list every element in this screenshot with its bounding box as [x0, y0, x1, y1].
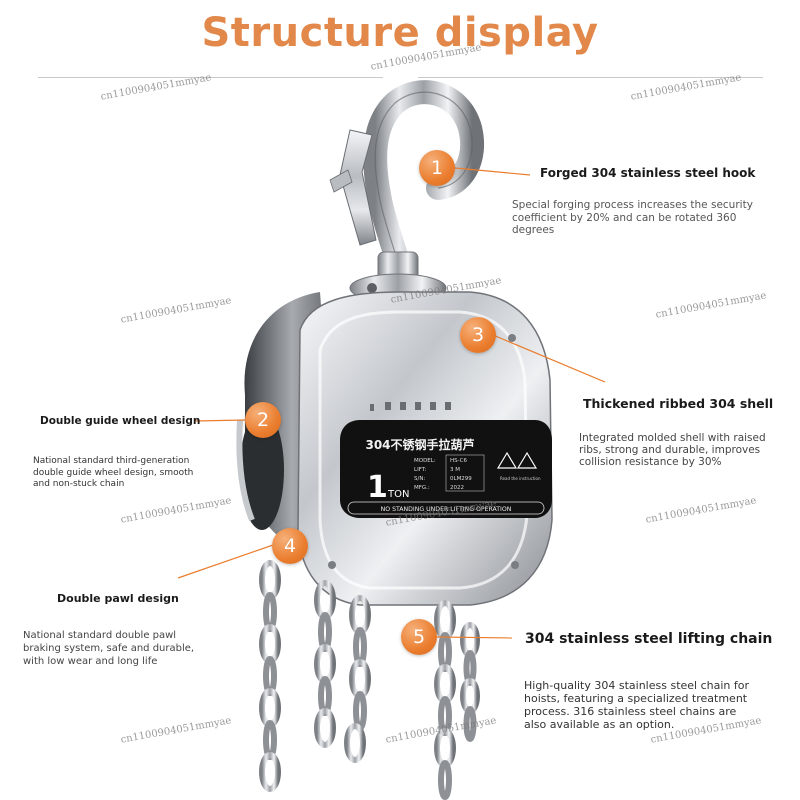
chain-far-right — [460, 622, 480, 742]
steel-hook — [329, 80, 485, 303]
plate-row-label: LIFT: — [414, 467, 427, 473]
plate-row-value: 2022 — [450, 485, 464, 491]
feature-title-2: Double guide wheel design — [40, 415, 201, 427]
plate-header: 304不锈钢手拉葫芦 — [365, 437, 474, 452]
page-title: Structure display — [201, 10, 599, 56]
chain-left — [259, 560, 281, 792]
chain-middle-left — [314, 580, 336, 748]
nameplate: 304不锈钢手拉葫芦 1 TON MODEL: LIFT: S/N: MFG.:… — [340, 420, 552, 518]
plate-row-label: MODEL: — [414, 458, 436, 464]
feature-title-3: Thickened ribbed 304 shell — [583, 396, 774, 411]
leader-line-1 — [454, 167, 531, 176]
plate-row-value: 3 M — [450, 467, 460, 473]
leader-line-4 — [177, 544, 274, 579]
feature-badge-1: 1 — [419, 150, 455, 186]
leader-line-3 — [492, 334, 606, 383]
feature-desc-5: High-quality 304 stainless steel chain f… — [524, 679, 750, 731]
plate-row-label: S/N: — [414, 476, 425, 482]
plate-capacity-number: 1 — [367, 470, 388, 505]
lifting-chains — [259, 560, 480, 800]
feature-title-4: Double pawl design — [57, 592, 179, 605]
feature-badge-3: 3 — [460, 317, 496, 353]
warning-triangle-icon — [516, 451, 538, 469]
title-divider-left — [38, 77, 383, 78]
plate-row-value: HS-C6 — [450, 458, 467, 464]
leader-line-5 — [436, 636, 513, 639]
feature-title-5: 304 stainless steel lifting chain — [525, 631, 773, 647]
plate-row-value: 0LM299 — [450, 476, 472, 482]
plate-read-instruction: Read the instruction — [500, 476, 541, 481]
plate-row-label: MFG.: — [414, 485, 430, 491]
feature-title-1: Forged 304 stainless steel hook — [540, 166, 756, 180]
leader-line-2 — [194, 419, 246, 422]
plate-warning: NO STANDING UNDER LIFTING OPERATION — [381, 506, 512, 513]
warning-triangle-icon — [496, 451, 518, 469]
feature-badge-4: 4 — [272, 528, 308, 564]
feature-desc-1: Special forging process increases the se… — [512, 199, 753, 236]
chain-right — [434, 600, 456, 800]
title-divider-right — [418, 77, 763, 78]
chain-middle-right — [344, 595, 371, 763]
plate-capacity-unit: TON — [387, 489, 409, 500]
feature-badge-2: 2 — [245, 402, 281, 438]
leader-lines — [177, 167, 606, 639]
feature-badge-5: 5 — [401, 619, 437, 655]
